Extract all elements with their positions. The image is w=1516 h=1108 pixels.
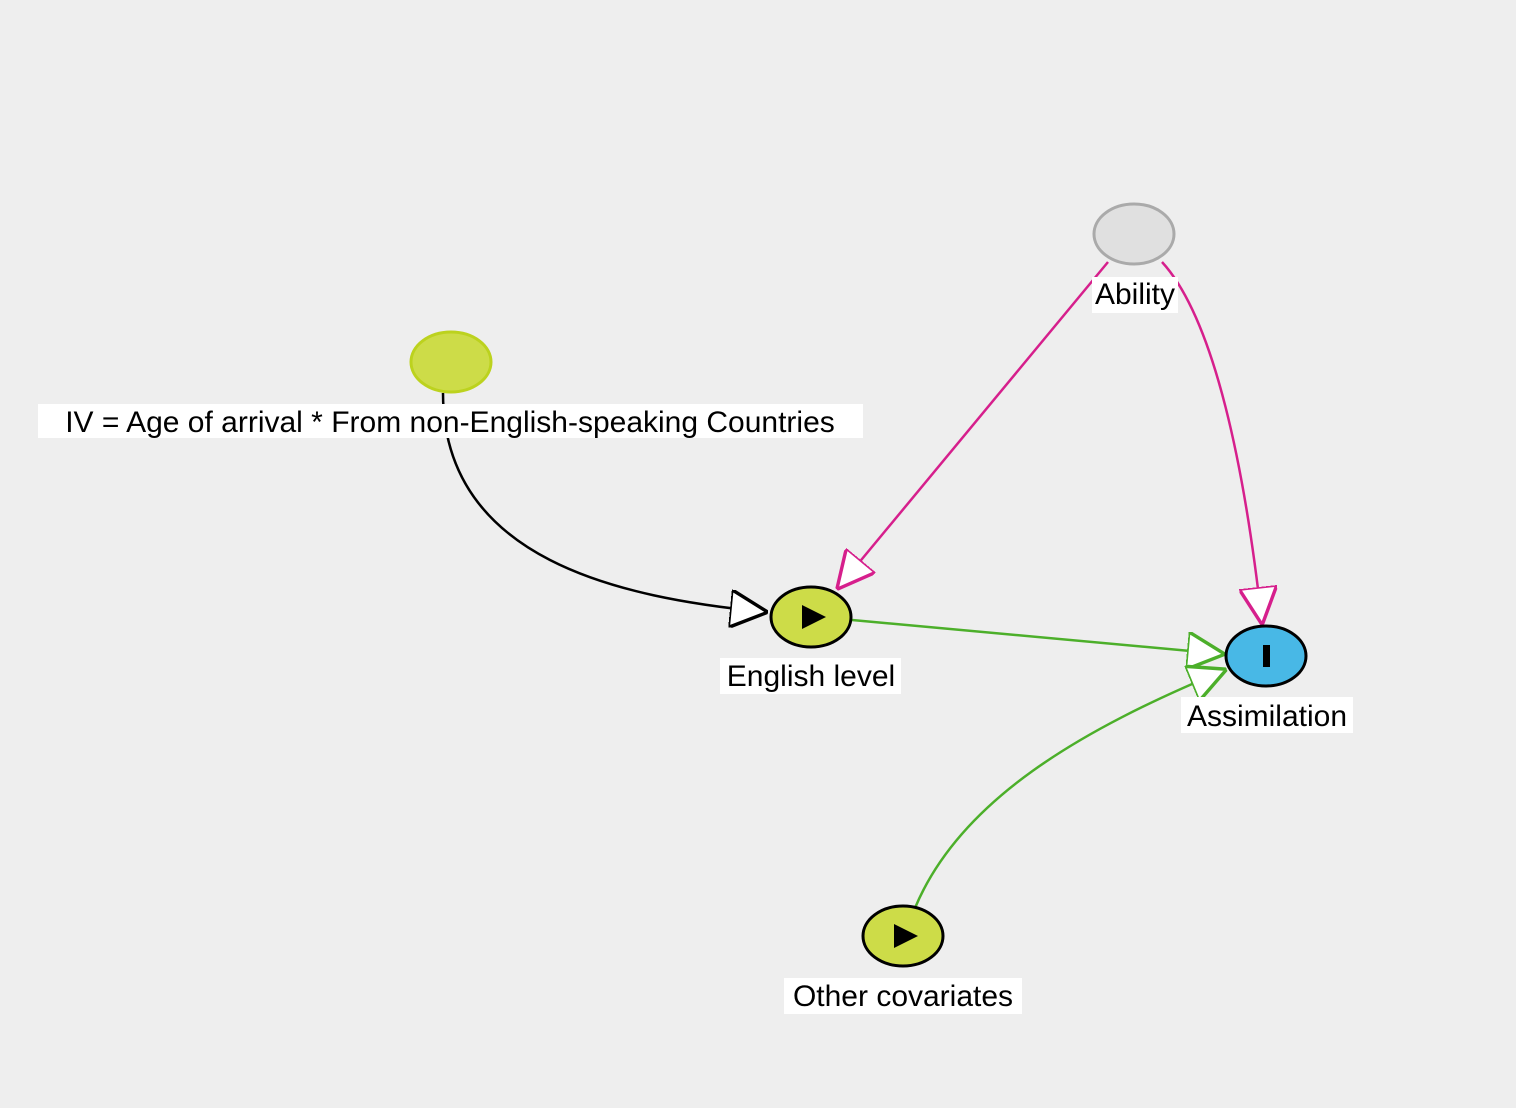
play-icon [894, 924, 918, 948]
node-ability-label: Ability [1095, 278, 1175, 311]
edge-english-level-to-assimilation[interactable] [851, 618, 1223, 654]
node-iv-label: IV = Age of arrival * From non-English-s… [65, 406, 835, 439]
node-english-level[interactable]: English level [720, 585, 901, 694]
edges [441, 261, 1262, 909]
node-other-covariates[interactable]: Other covariates [784, 904, 1022, 1014]
node-other-covariates-label-bg [784, 978, 1022, 1014]
bar-icon [1263, 645, 1270, 667]
node-other-covariates-label: Other covariates [793, 980, 1013, 1013]
node-iv-label-bg [38, 404, 863, 438]
edge-ability-to-english-level[interactable] [838, 261, 1109, 588]
edge-other-covariates-to-assimilation[interactable] [913, 670, 1225, 909]
node-ability[interactable]: Ability [1092, 202, 1178, 313]
node-assimilation-label: Assimilation [1187, 700, 1347, 733]
play-icon [802, 605, 826, 629]
node-iv-shape[interactable] [409, 330, 493, 394]
edge-ability-to-assimilation[interactable] [1161, 261, 1262, 623]
edge-iv-to-english-level[interactable] [441, 392, 766, 612]
node-ability-label-bg [1092, 277, 1178, 313]
node-assimilation-label-bg [1181, 697, 1353, 733]
node-english-level-label: English level [727, 660, 895, 693]
node-ability-shape[interactable] [1092, 202, 1176, 266]
node-assimilation[interactable]: Assimilation [1181, 624, 1353, 733]
node-iv[interactable]: IV = Age of arrival * From non-English-s… [38, 330, 863, 439]
node-english-level-label-bg [720, 658, 901, 694]
